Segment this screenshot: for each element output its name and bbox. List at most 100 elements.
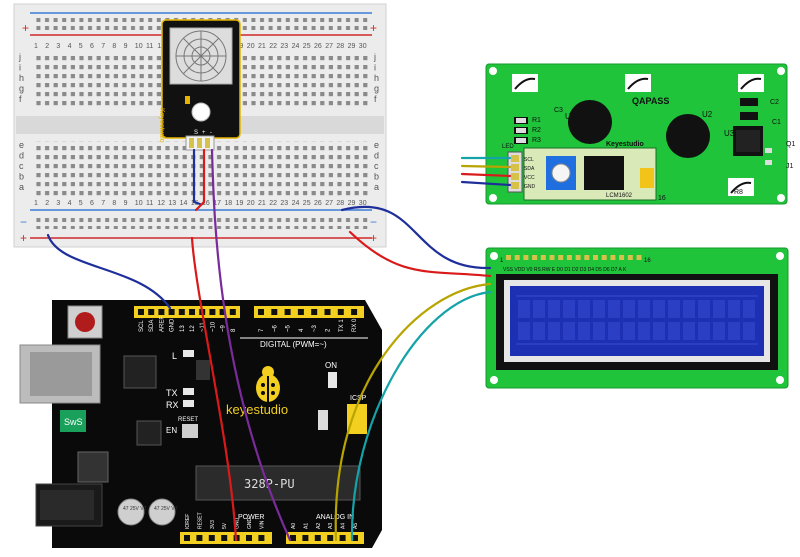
digital-pin-hole: [219, 309, 226, 315]
analog-pin-label: A0: [291, 523, 297, 529]
digital-pin-label: ~11: [200, 322, 206, 332]
wire-sensor-signal: [210, 148, 292, 542]
col-number-bottom-19: 19: [236, 200, 244, 207]
digital-pin-hole: [271, 309, 278, 315]
label-led: LED: [502, 144, 514, 150]
sensor-pin-plus: +: [202, 130, 206, 136]
digital-pin-hole: [337, 309, 344, 315]
digital-pin-hole: [229, 309, 236, 315]
col-number-bottom-30: 30: [359, 200, 367, 207]
col-number-top-23: 23: [280, 43, 288, 50]
col-number-bottom-20: 20: [247, 200, 255, 207]
wire-red-5v: [190, 236, 238, 542]
header-pin-hole: [352, 535, 358, 541]
lcd-cell: [578, 322, 590, 340]
lcd-cell: [713, 300, 725, 318]
col-number-top-4: 4: [68, 43, 72, 50]
header-pin-hole: [258, 535, 265, 541]
cap2-label: 47 25V VT: [154, 506, 178, 512]
col-number-bottom-6: 6: [90, 200, 94, 207]
col-number-top-8: 8: [112, 43, 116, 50]
digital-pin-hole: [284, 309, 291, 315]
row-letter-a-right: a: [374, 182, 379, 192]
header-pin-hole: [314, 535, 321, 541]
power-pin-label: GND: [235, 518, 241, 530]
cap1-label: 47 25V VT: [123, 506, 147, 512]
row-letter-j-right: j: [373, 52, 376, 62]
i2c-pin-scl: SCL: [524, 157, 534, 163]
lcd-cell: [563, 322, 575, 340]
lcd-pin-labels: VSS VDD V0 RS RW E D0 D1 D2 D3 D4 D5 D6 …: [503, 267, 627, 273]
digital-pin-label: ~9: [221, 324, 227, 332]
lcd-pin: [506, 255, 511, 260]
digital-pin-label: SCL: [139, 320, 145, 332]
col-number-bottom-7: 7: [101, 200, 105, 207]
col-number-bottom-21: 21: [258, 200, 266, 207]
lcd-pin: [532, 255, 538, 260]
row-letter-g-right: g: [374, 84, 379, 94]
col-number-top-20: 20: [247, 43, 255, 50]
lcd-pin: [558, 255, 564, 260]
led-tx-label: TX: [166, 388, 178, 398]
col-number-top-1: 1: [34, 43, 38, 50]
digital-pin-label: 4: [299, 328, 305, 332]
i2c-pin-sda: SDA: [524, 166, 535, 172]
lcd-pin: [575, 255, 581, 260]
lcd-cell: [683, 300, 695, 318]
lcd-cell: [698, 300, 710, 318]
lcd-cell: [638, 300, 650, 318]
header-pin-hole: [302, 535, 309, 541]
lcd-pin: [627, 255, 633, 260]
wire-i2c-red: [460, 172, 512, 178]
power-pin-label: VIN: [259, 520, 265, 529]
label-j1: J1: [786, 163, 794, 170]
digital-pin-label: GND: [170, 318, 176, 332]
power-pin-label: IOREF: [185, 514, 191, 529]
header-pin-hole: [290, 535, 296, 541]
label-q1: Q1: [786, 141, 795, 148]
digital-pin-hole: [168, 309, 175, 315]
lcd-pin: [584, 255, 590, 260]
lcd-cell: [653, 300, 665, 318]
digital-header-pins: [138, 309, 358, 315]
label-u1: U1: [565, 112, 576, 121]
i2c-model: LCM1602: [606, 193, 633, 199]
rail-minus-left: −: [20, 215, 27, 229]
lcd-pin: [549, 255, 555, 260]
sws-label: SwS: [64, 417, 83, 427]
rail-plus-bottom-left: +: [20, 231, 27, 245]
lcd-cell: [578, 300, 590, 318]
col-number-top-22: 22: [269, 43, 277, 50]
label-r2: R2: [532, 127, 541, 134]
lcd-cell: [728, 300, 740, 318]
label-c3: C3: [554, 107, 563, 114]
wire-blue-lcd-gnd: [340, 205, 492, 270]
digital-pin-hole: [189, 309, 195, 315]
row-letter-b: b: [19, 172, 24, 182]
rail-minus-right: −: [370, 215, 377, 229]
header-pin-hole: [196, 535, 203, 541]
lcd-pin: [566, 255, 572, 260]
col-number-top-3: 3: [56, 43, 60, 50]
header-pin-hole: [184, 535, 190, 541]
digital-pin-label: 7: [259, 328, 265, 332]
led-l-label: L: [172, 351, 177, 361]
header-pin-hole: [208, 535, 215, 541]
col-number-top-24: 24: [292, 43, 300, 50]
lcd-pin-last: 16: [644, 258, 651, 264]
wire-sensor-vcc: [194, 148, 206, 212]
digital-pin-hole: [351, 309, 358, 315]
power-pin-label: RESET: [197, 512, 203, 529]
col-number-bottom-2: 2: [45, 200, 49, 207]
lcd-cell: [683, 322, 695, 340]
lcd-1602-display: VSS VDD V0 RS RW E D0 D1 D2 D3 D4 D5 D6 …: [485, 247, 789, 389]
digital-pin-label: SDA: [149, 320, 155, 332]
wire-yellow-sda: [334, 282, 492, 542]
lcd-cell: [518, 300, 530, 318]
sensor-web-icon: [175, 30, 227, 82]
header-pin-hole: [327, 535, 334, 541]
